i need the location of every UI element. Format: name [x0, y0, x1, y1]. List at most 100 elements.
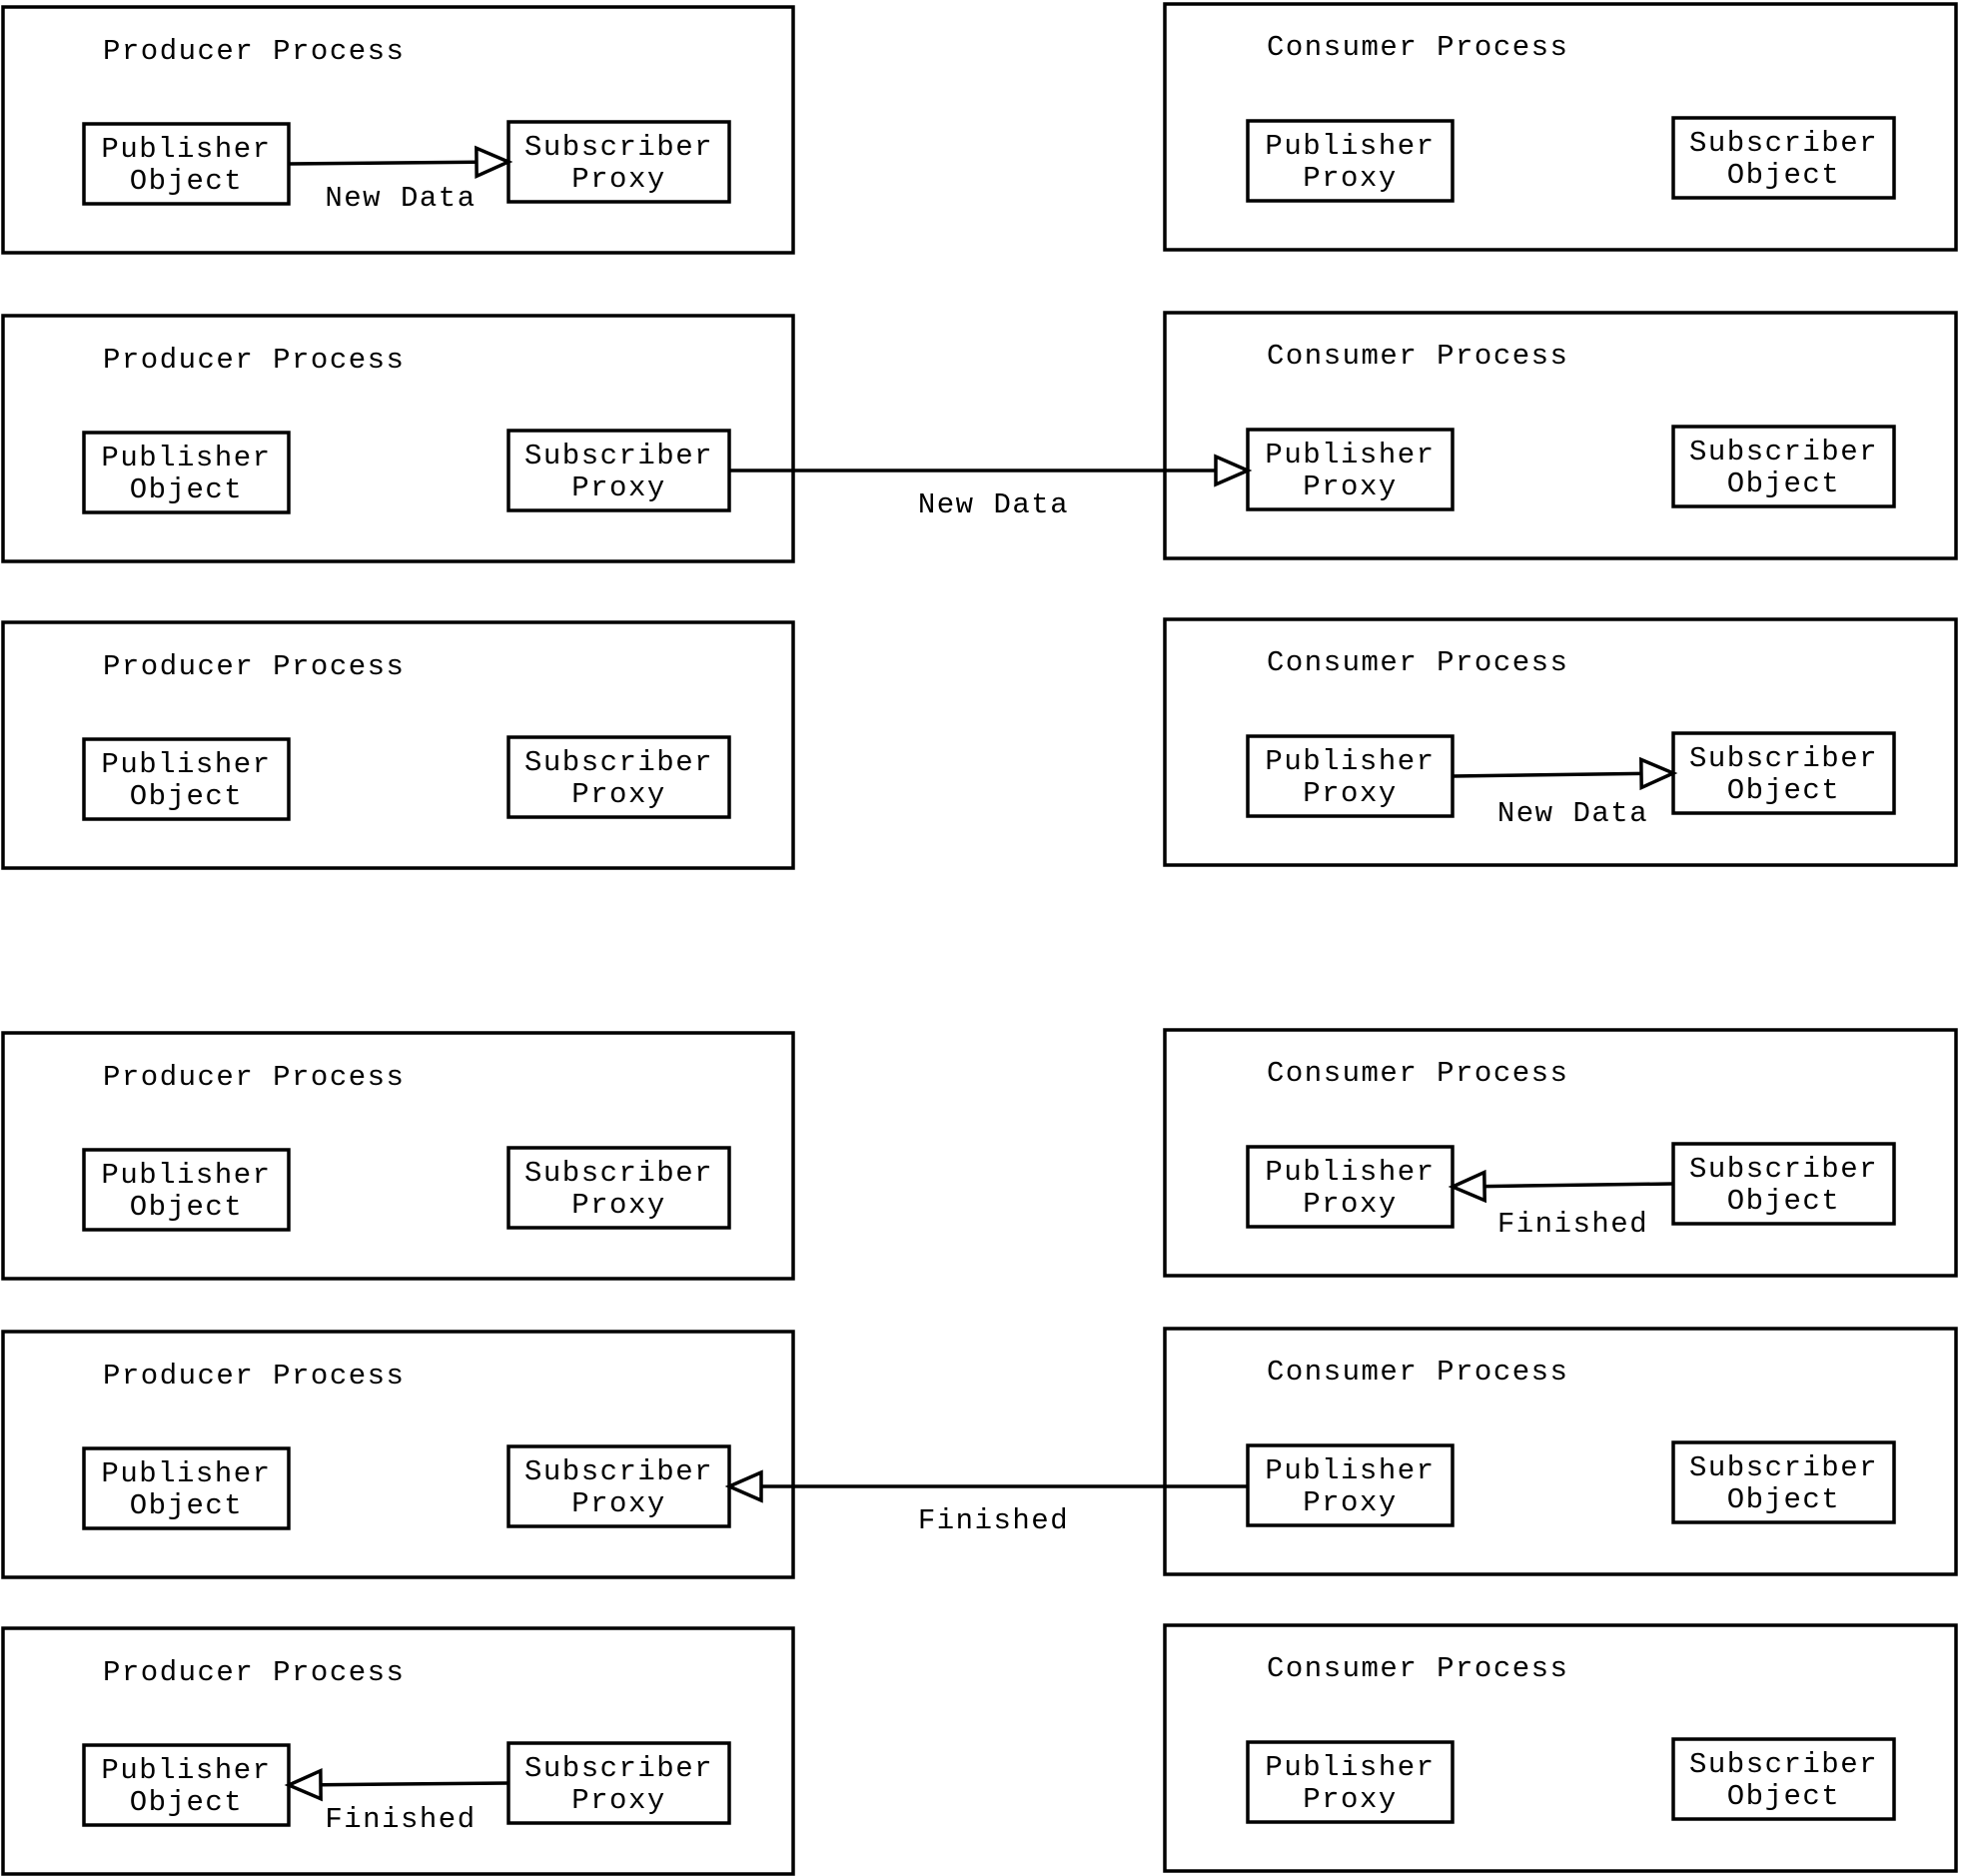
subscriber-object-box: [1671, 1737, 1896, 1821]
subscriber-proxy-label-line-2: Proxy: [571, 1487, 666, 1520]
publisher-proxy-label-line-2: Proxy: [1303, 1783, 1398, 1816]
message-arrow: [724, 1469, 1248, 1503]
producer-process-title: Producer Process: [103, 1656, 405, 1689]
subscriber-proxy-label-line-1: Subscriber: [524, 440, 713, 472]
subscriber-proxy-label-line-2: Proxy: [571, 163, 666, 196]
consumer-process-box: [1163, 617, 1958, 867]
consumer-process-box: [1163, 1327, 1958, 1576]
consumer-process-title: Consumer Process: [1267, 340, 1568, 373]
consumer-process-box: [1163, 311, 1958, 560]
subscriber-object-label-line-2: Object: [1727, 1780, 1840, 1813]
publisher-object-label-line-1: Publisher: [101, 1457, 271, 1490]
message-label: Finished: [918, 1504, 1069, 1537]
publisher-object-box: [82, 431, 291, 514]
message-label: New Data: [325, 182, 476, 215]
subscriber-proxy-label-line-2: Proxy: [571, 471, 666, 504]
message-arrow-head: [1448, 1169, 1486, 1204]
message-arrow: [1452, 756, 1678, 791]
producer-process-box: [1, 1330, 795, 1579]
stage-row-5: Producer ProcessPublisherObjectSubscribe…: [1, 1327, 1958, 1579]
subscriber-object-label-line-1: Subscriber: [1689, 742, 1878, 775]
subscriber-proxy-label-line-1: Subscriber: [524, 1455, 713, 1488]
consumer-process-box: [1163, 1028, 1958, 1278]
publisher-object-label-line-2: Object: [130, 165, 243, 198]
message-arrow-head: [475, 145, 513, 179]
message-finished: Finished: [724, 1469, 1248, 1537]
subscriber-object-label-line-2: Object: [1727, 1185, 1840, 1218]
message-arrow-head: [284, 1768, 323, 1802]
publisher-proxy-label-line-1: Publisher: [1265, 130, 1435, 163]
producer-process-box: [1, 620, 795, 870]
subscriber-proxy-label-line-1: Subscriber: [524, 1157, 713, 1190]
consumer-process-box: [1163, 2, 1958, 252]
publisher-object-label-line-1: Publisher: [101, 1159, 271, 1192]
consumer-process: Consumer ProcessPublisherProxySubscriber…: [1163, 2, 1958, 252]
stage-row-3: Producer ProcessPublisherObjectSubscribe…: [1, 617, 1958, 870]
publisher-object-label-line-2: Object: [130, 1786, 243, 1819]
message-finished: Finished: [284, 1768, 509, 1836]
publisher-object-label-line-1: Publisher: [101, 1754, 271, 1787]
subscriber-proxy-label-line-1: Subscriber: [524, 1752, 713, 1785]
subscriber-object-label-line-1: Subscriber: [1689, 1748, 1878, 1781]
subscriber-object-label-line-1: Subscriber: [1689, 127, 1878, 160]
publisher-proxy-label-line-1: Publisher: [1265, 1751, 1435, 1784]
message-arrow-shaft: [320, 1781, 509, 1787]
consumer-process: Consumer ProcessPublisherProxySubscriber…: [1163, 617, 1958, 867]
publisher-proxy-label-line-2: Proxy: [1303, 1188, 1398, 1221]
publisher-proxy-label-line-2: Proxy: [1303, 777, 1398, 810]
message-arrow-shaft: [288, 160, 478, 166]
subscriber-object-label-line-2: Object: [1727, 774, 1840, 807]
publisher-proxy-label-line-2: Proxy: [1303, 162, 1398, 195]
producer-process-title: Producer Process: [103, 35, 405, 68]
subscriber-object-label-line-2: Object: [1727, 159, 1840, 192]
message-label: Finished: [1497, 1208, 1648, 1241]
publisher-object-box: [82, 1446, 291, 1530]
message-arrow-head: [1639, 756, 1678, 791]
message-arrow-head: [724, 1469, 763, 1503]
message-arrow-shaft: [1452, 771, 1642, 778]
consumer-process-title: Consumer Process: [1267, 1057, 1568, 1090]
subscriber-proxy-label-line-1: Subscriber: [524, 746, 713, 779]
publisher-proxy-label-line-1: Publisher: [1265, 745, 1435, 778]
stage-row-2: Producer ProcessPublisherObjectSubscribe…: [1, 311, 1958, 563]
producer-process: Producer ProcessPublisherObjectSubscribe…: [1, 314, 795, 563]
subscriber-object-label-line-2: Object: [1727, 468, 1840, 500]
subscriber-proxy-label-line-1: Subscriber: [524, 131, 713, 164]
publisher-object-label-line-2: Object: [130, 1489, 243, 1522]
subscriber-object-box: [1671, 116, 1896, 200]
subscriber-proxy-label-line-2: Proxy: [571, 778, 666, 811]
consumer-process: Consumer ProcessPublisherProxySubscriber…: [1163, 1327, 1958, 1576]
message-arrow-head: [1214, 454, 1253, 487]
producer-process-box: [1, 1626, 795, 1876]
subscriber-proxy-label-line-2: Proxy: [571, 1784, 666, 1817]
message-arrow: [729, 454, 1253, 487]
subscriber-object-label-line-2: Object: [1727, 1483, 1840, 1516]
publisher-proxy-box: [1246, 119, 1455, 203]
producer-process: Producer ProcessPublisherObjectSubscribe…: [1, 1330, 795, 1579]
stage-row-6: Producer ProcessPublisherObjectSubscribe…: [1, 1623, 1958, 1876]
consumer-process: Consumer ProcessPublisherProxySubscriber…: [1163, 1623, 1958, 1873]
message-arrow: [288, 145, 513, 179]
stage-row-1: Producer ProcessPublisherObjectSubscribe…: [1, 2, 1958, 255]
stage-row-4: Producer ProcessPublisherObjectSubscribe…: [1, 1028, 1958, 1281]
